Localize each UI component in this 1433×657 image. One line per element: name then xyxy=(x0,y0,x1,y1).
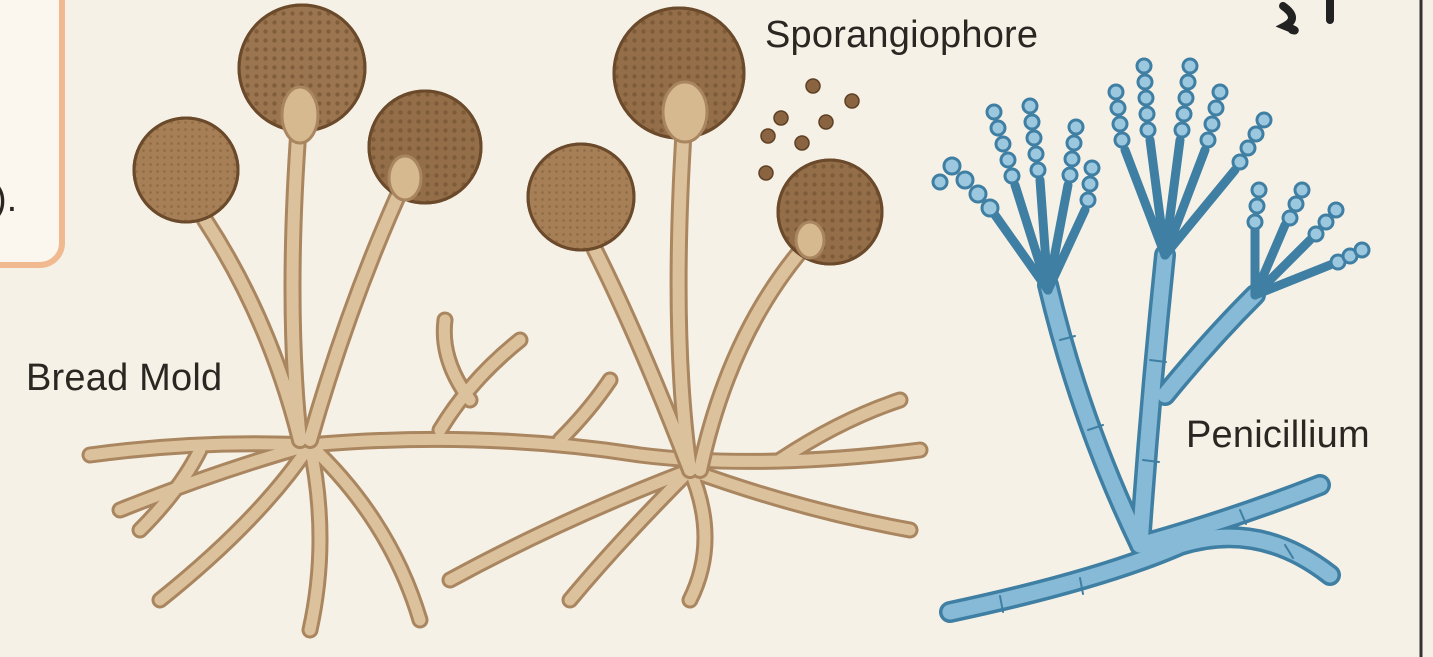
callout-text-fragment: ). xyxy=(0,178,17,221)
callout-box xyxy=(0,0,62,265)
label-sporangiophore: Sporangiophore xyxy=(765,14,1038,57)
label-bread-mold: Bread Mold xyxy=(26,357,222,400)
label-penicillium: Penicillium xyxy=(1186,414,1370,457)
